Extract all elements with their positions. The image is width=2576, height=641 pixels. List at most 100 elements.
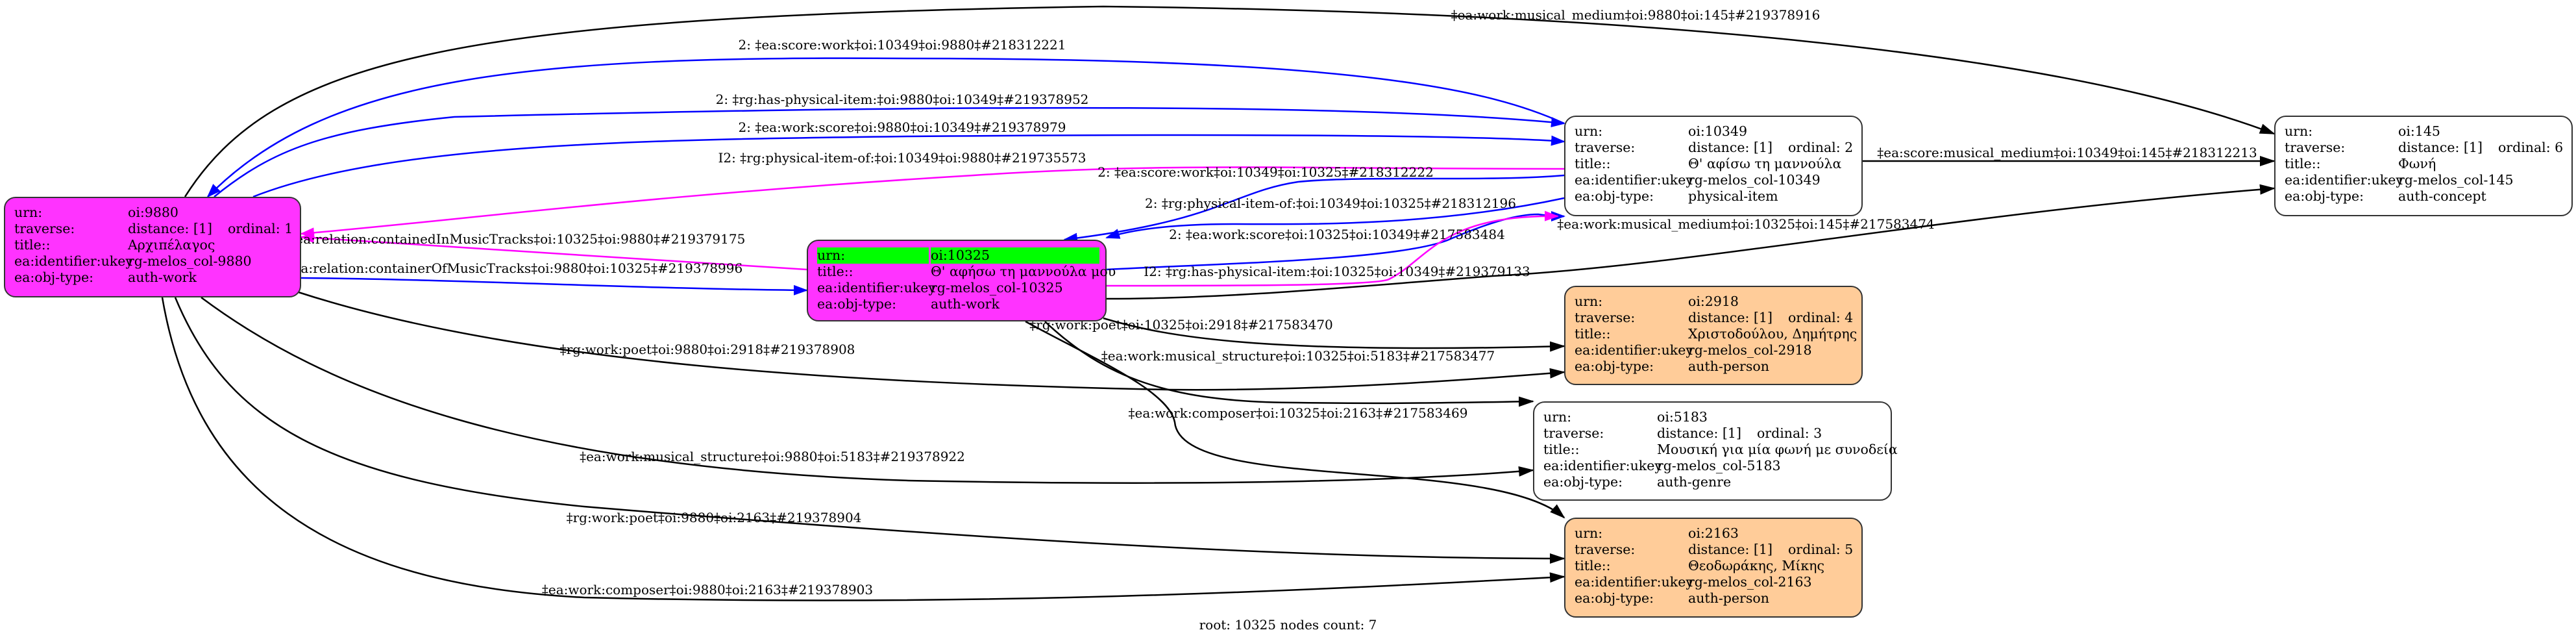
node-field-key: title:: [14,237,51,253]
node-field-value: auth-genre [1657,474,1731,490]
node-field-key: title:: [817,264,853,279]
node-field-value-text: rg-melos_col-10325 [931,280,1063,295]
node-field-row: urn:oi:9880 [14,205,292,221]
graph-edge[interactable] [1106,210,1559,287]
node-field-key: ea:identifier:ukey [817,280,936,295]
node-field-value-text: oi:5183 [1657,409,1708,425]
graph-edge[interactable] [1105,197,1565,239]
edge-label: I2: ‡rg:has-physical-item:‡oi:10325‡oi:1… [1144,264,1530,279]
node-field-value: auth-person [1688,358,1769,375]
graph-edge[interactable] [184,5,2275,197]
node-field-value: auth-work [128,270,197,286]
node-field-value: distance: [1]ordinal: 6 [2398,140,2563,156]
node-field-row: urn:oi:5183 [1543,409,1883,425]
node-field-key: ea:obj-type: [2285,188,2364,204]
graph-edge[interactable] [300,233,807,271]
node-field-value-text: oi:2918 [1688,294,1739,309]
node-field-value: Αρχιπέλαγος [128,237,215,253]
node-field-value-text: oi:10325 [931,247,990,263]
node-field-key: ea:identifier:ukey [1575,574,1693,590]
edge-label: ‡ea:score:musical_medium‡oi:10349‡oi:145… [1877,145,2257,160]
node-field-value: rg-melos_col-145 [2398,172,2514,188]
node-field-value-text: Αρχιπέλαγος [128,237,215,253]
node-field-key: title:: [2285,156,2321,171]
graph-edge[interactable] [201,296,1534,484]
node-field-key: urn: [2285,123,2313,139]
node-field-key: title:: [1543,442,1580,457]
graph-edge[interactable] [1025,320,1565,519]
node-field-row: title::Μουσική για μία φωνή με συνοδεία [1543,442,1898,458]
edge-label: ‡ea:work:musical_medium‡oi:9880‡oi:145‡#… [1451,7,1821,23]
graph-edge[interactable] [206,57,1565,198]
node-field-value: oi:145 [2398,123,2440,140]
node-field-row: ea:obj-type:auth-genre [1543,474,1883,490]
node-field-value: distance: [1]ordinal: 3 [1657,425,1822,442]
node-field-key: ea:obj-type: [1575,590,1654,606]
node-field-value-text: auth-person [1688,358,1769,374]
node-field-key: urn: [1575,123,1603,139]
node-field-value: auth-work [931,296,1000,312]
node-field-value-text: oi:9880 [128,205,178,220]
node-field-value-text: distance: [1] [1688,140,1773,155]
graph-edge[interactable] [252,134,1565,198]
graph-edge[interactable] [1106,210,1565,271]
node-field-key: ea:identifier:ukey [1543,458,1662,473]
graph-edge[interactable] [301,277,808,295]
node-field-value: Θεοδωράκης, Μίκης [1688,558,1824,574]
node-field-value: Θ' αφήσω τη μαννούλα μου [931,264,1116,280]
node-field-row: urn: oi:145 [2285,123,2564,140]
graph-edge[interactable] [1103,317,1565,352]
node-field-value: distance: [1]ordinal: 2 [1688,140,1853,156]
node-field-key: ea:obj-type: [817,296,896,312]
graph-edge[interactable] [300,166,1565,238]
node-field-value: rg-melos_col-10325 [931,280,1063,296]
node-field-value: distance: [1]ordinal: 5 [1688,542,1853,558]
edge-label: 2: ‡ea:work:score‡oi:9880‡oi:10349‡#2193… [739,119,1066,135]
node-field-value-text: rg-melos_col-2163 [1688,574,1812,590]
node-field-row: traverse:distance: [1]ordinal: 2 [1575,140,1854,156]
edge-label: ‡rg:work:poet‡oi:9880‡oi:2918‡#219378908 [560,342,855,357]
node-field-value: oi:9880 [128,205,178,221]
node-field-value: auth-concept [2398,188,2486,205]
graph-edge[interactable] [298,291,1565,391]
edge-label: 2: ‡ea:work:score‡oi:10325‡oi:10349‡#217… [1169,227,1505,242]
edge-label: ‡ea:work:musical_structure‡oi:9880‡oi:51… [580,449,965,464]
node-field-value-text: Θεοδωράκης, Μίκης [1688,558,1824,573]
graph-edge[interactable] [1044,321,1534,407]
node-field-value-text: auth-work [931,296,1000,312]
node-field-value: distance: [1]ordinal: 1 [128,221,293,237]
graph-edge[interactable] [161,297,1565,601]
node-field-value: rg-melos_col-2918 [1688,342,1812,358]
node-field-key: ea:identifier:ukey [14,253,133,269]
node-ordinal: ordinal: 1 [227,221,293,236]
node-field-value-text: oi:145 [2398,123,2440,139]
edge-label: ‡ea:work:musical_structure‡oi:10325‡oi:5… [1101,348,1495,364]
graph-edge[interactable] [214,107,1565,197]
node-field-value: distance: [1]ordinal: 4 [1688,310,1853,326]
node-field-row: ea:obj-type: auth-work [817,296,1098,312]
graph-edge[interactable] [1063,174,1565,244]
node-field-value-text: rg-melos_col-2918 [1688,342,1812,358]
node-field-row: ea:obj-type: auth-person [1575,358,1854,375]
node-field-row: title::Θ' αφήσω τη μαννούλα μου [817,264,1116,280]
graph-edge[interactable] [1106,184,2275,300]
node-field-row: ea:obj-type:physical-item [1575,188,1854,205]
node-ordinal: ordinal: 4 [1787,310,1854,325]
node-field-key: ea:obj-type: [1575,358,1654,374]
node-field-row: traverse:distance: [1]ordinal: 6 [2285,140,2564,156]
node-field-value-text: rg-melos_col-5183 [1657,458,1781,473]
graph-edge[interactable] [174,297,1565,564]
node-field-key: traverse: [14,221,75,236]
node-field-row: title::Θεοδωράκης, Μίκης [1575,558,1854,574]
